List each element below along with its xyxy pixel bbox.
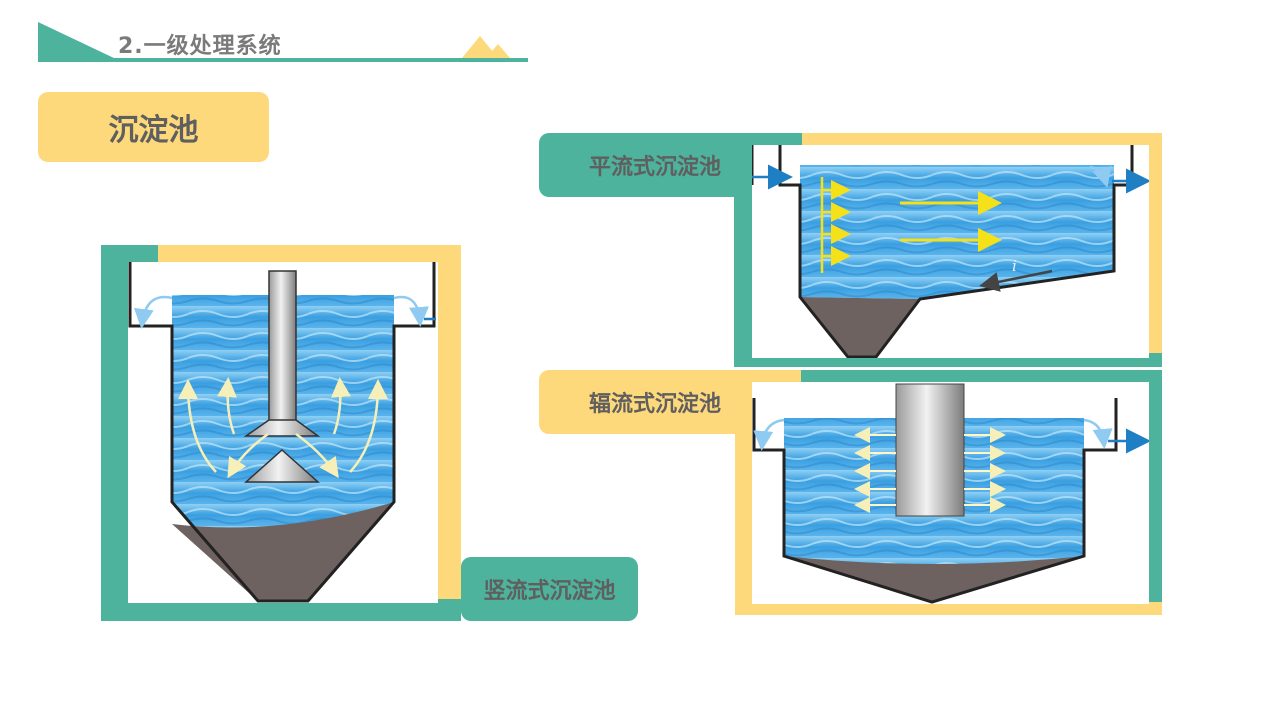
- header-underline: [38, 58, 528, 62]
- section-tag: 沉淀池: [38, 92, 269, 162]
- header-title: 2.一级处理系统: [118, 34, 282, 59]
- horizontal-tank-label: 平流式沉淀池: [588, 155, 721, 180]
- vertical-tank-label: 竖流式沉淀池: [461, 557, 638, 621]
- radial-tank-label: 辐流式沉淀池: [588, 392, 721, 417]
- mountain-icon: [462, 36, 510, 58]
- horizontal-tank-diagram: i: [750, 145, 1151, 359]
- slope-symbol: i: [1012, 257, 1017, 275]
- header-triangle-decoration: [38, 22, 116, 59]
- vertical-tank-diagram: [128, 262, 438, 603]
- radial-tank-diagram: [752, 382, 1151, 604]
